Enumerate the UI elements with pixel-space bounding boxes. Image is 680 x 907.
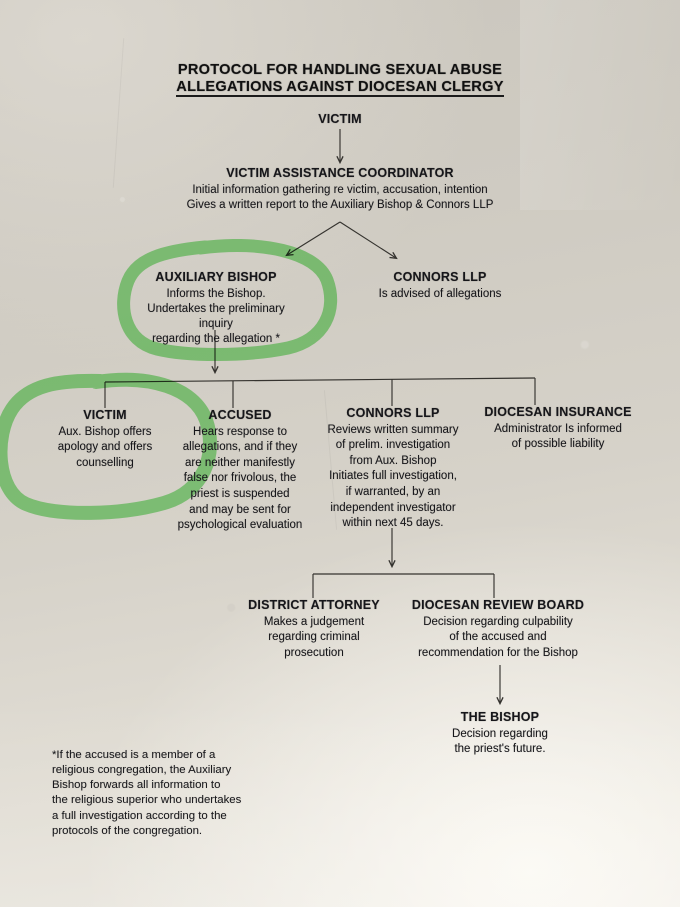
- node-line: from Aux. Bishop: [349, 454, 437, 467]
- node-line: prosecution: [284, 646, 344, 659]
- node-line: are neither manifestly: [185, 456, 295, 469]
- node-heading: VICTIM: [83, 408, 127, 422]
- node-line: counselling: [76, 456, 134, 469]
- node-line: recommendation for the Bishop: [418, 646, 578, 659]
- node-heading: THE BISHOP: [460, 710, 540, 724]
- node-heading: CONNORS LLP: [346, 406, 440, 420]
- node-line: Aux. Bishop offers: [58, 425, 152, 438]
- edge-vac-to-connors-1: [339, 221, 396, 258]
- node-connors-llp-investigation: CONNORS LLP Reviews written summary of p…: [318, 406, 468, 531]
- node-the-bishop: THE BISHOP Decision regarding the priest…: [426, 710, 574, 757]
- node-line: Gives a written report to the Auxiliary …: [186, 199, 494, 212]
- page-title: PROTOCOL FOR HANDLING SEXUAL ABUSE ALLEG…: [0, 62, 680, 97]
- node-line: psychological evaluation: [177, 519, 303, 532]
- node-heading: CONNORS LLP: [393, 270, 487, 284]
- node-diocesan-insurance: DIOCESAN INSURANCE Administrator Is info…: [470, 405, 646, 452]
- node-line: the priest's future.: [454, 743, 546, 756]
- node-victim-support: VICTIM Aux. Bishop offers apology and of…: [38, 408, 172, 470]
- footnote-line: Bishop forwards all information to: [52, 779, 221, 792]
- node-district-attorney: DISTRICT ATTORNEY Makes a judgement rega…: [240, 598, 388, 660]
- node-line: regarding the allegation *: [152, 333, 280, 346]
- node-line: if warranted, by an: [345, 486, 441, 498]
- footnote-line: a full investigation according to the: [52, 809, 227, 822]
- node-line: of the accused and: [449, 631, 547, 644]
- node-line: Administrator Is informed: [494, 422, 622, 435]
- node-line: Decision regarding culpability: [423, 615, 573, 628]
- node-heading: DIOCESAN INSURANCE: [484, 405, 632, 419]
- node-heading: DISTRICT ATTORNEY: [248, 598, 380, 612]
- node-line: independent investigator: [330, 501, 456, 514]
- node-line: Initial information gathering re victim,…: [192, 183, 488, 196]
- node-line: Informs the Bishop.: [166, 287, 266, 300]
- node-line: within next 45 days.: [342, 517, 444, 530]
- node-auxiliary-bishop: AUXILIARY BISHOP Informs the Bishop. Und…: [130, 270, 302, 347]
- highlighter-circle-victim-2: [0, 372, 217, 520]
- node-line: Initiates full investigation,: [329, 470, 457, 483]
- node-heading: VICTIM ASSISTANCE COORDINATOR: [226, 166, 454, 180]
- footnote-line: *If the accused is a member of a: [52, 749, 216, 761]
- node-line: Hears response to: [193, 425, 287, 438]
- node-line: Undertakes the preliminary inquiry: [147, 303, 285, 330]
- node-line: of possible liability: [511, 438, 605, 451]
- edge-bus-horizontal: [104, 377, 536, 383]
- node-line: Decision regarding: [452, 727, 548, 740]
- node-line: Is advised of allegations: [378, 287, 502, 300]
- footnote-line: religious congregation, the Auxiliary: [52, 764, 232, 777]
- footnote: *If the accused is a member of a religio…: [52, 748, 292, 839]
- title-line-1: PROTOCOL FOR HANDLING SEXUAL ABUSE: [177, 62, 503, 78]
- node-line: of prelim. investigation: [335, 439, 451, 452]
- title-line-2: ALLEGATIONS AGAINST DIOCESAN CLERGY: [176, 79, 504, 97]
- node-accused: ACCUSED Hears response to allegations, a…: [166, 408, 314, 533]
- node-line: priest is suspended: [190, 488, 290, 500]
- node-victim-assistance-coordinator: VICTIM ASSISTANCE COORDINATOR Initial in…: [160, 166, 520, 213]
- node-connors-llp-advised: CONNORS LLP Is advised of allegations: [350, 270, 530, 301]
- node-line: allegations, and if they: [182, 441, 298, 454]
- node-line: Reviews written summary: [327, 423, 459, 436]
- node-heading: VICTIM: [318, 112, 362, 126]
- node-line: false nor frivolous, the: [183, 472, 297, 485]
- node-diocesan-review-board: DIOCESAN REVIEW BOARD Decision regarding…: [398, 598, 598, 660]
- highlighter-circle-aux-bishop: [117, 239, 338, 361]
- node-heading: ACCUSED: [208, 408, 272, 422]
- node-line: apology and offers: [57, 441, 153, 454]
- node-line: regarding criminal: [268, 631, 360, 644]
- node-heading: DIOCESAN REVIEW BOARD: [411, 598, 585, 612]
- node-heading: AUXILIARY BISHOP: [155, 270, 277, 284]
- node-victim-top: VICTIM: [290, 112, 390, 128]
- node-line: and may be sent for: [189, 503, 291, 516]
- node-line: Makes a judgement: [263, 615, 365, 628]
- footnote-line: the religious superior who undertakes: [52, 794, 242, 807]
- footnote-line: protocols of the congregation.: [52, 824, 203, 837]
